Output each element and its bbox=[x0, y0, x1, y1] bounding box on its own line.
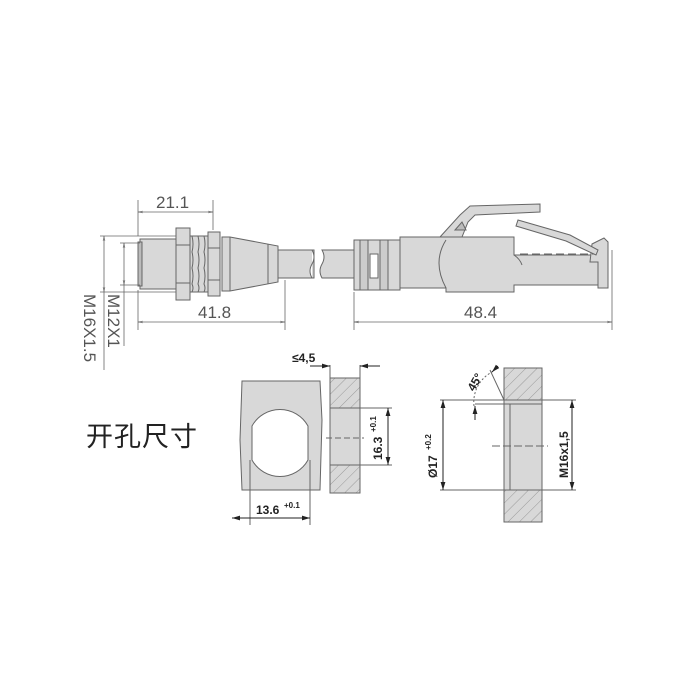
svg-text:Ø17: Ø17 bbox=[426, 455, 440, 478]
dim-thread-size: M16x1,5 bbox=[557, 431, 571, 478]
cable bbox=[319, 249, 357, 279]
dim-21-1: 21.1 bbox=[156, 193, 189, 212]
dim-m16x1-5: M16X1.5 bbox=[80, 294, 99, 362]
panel-cutout-section bbox=[326, 365, 392, 494]
svg-text:+0.2: +0.2 bbox=[424, 434, 433, 450]
dim-cutout-height: 16.3 +0.1 bbox=[369, 416, 385, 460]
svg-text:+0.1: +0.1 bbox=[284, 501, 300, 510]
dim-48-4: 48.4 bbox=[464, 303, 497, 322]
threaded-hole-section bbox=[440, 367, 576, 523]
dim-hole-diameter: Ø17 +0.2 bbox=[424, 434, 440, 478]
svg-text:13.6: 13.6 bbox=[256, 503, 280, 517]
dim-chamfer-angle: 45° bbox=[464, 371, 485, 394]
svg-text:+0.1: +0.1 bbox=[369, 416, 378, 432]
panel-cutout-front bbox=[239, 380, 323, 525]
svg-text:16.3: 16.3 bbox=[371, 436, 385, 460]
dim-m12x1: M12X1 bbox=[104, 294, 123, 348]
cutout-dimension-arrows bbox=[232, 363, 391, 521]
cutout-dimensions-label: 开孔尺寸 bbox=[86, 422, 198, 453]
rj45-plug bbox=[353, 203, 609, 293]
thread-dimension-arrows bbox=[440, 364, 575, 490]
dim-cutout-width: 13.6 +0.1 bbox=[256, 501, 300, 517]
dimension-lines bbox=[100, 200, 613, 370]
dim-panel-thickness: ≤4,5 bbox=[292, 351, 316, 365]
dim-41-8: 41.8 bbox=[198, 303, 231, 322]
panel-connector bbox=[137, 227, 315, 301]
